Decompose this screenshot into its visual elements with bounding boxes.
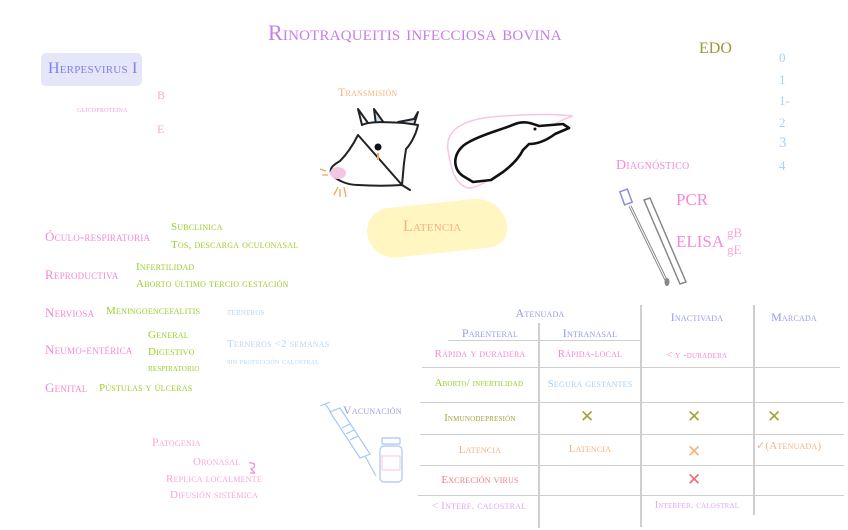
- glycoprotein-label: glicoproteina: [77, 104, 128, 114]
- elisa-method: ELISA: [676, 232, 725, 251]
- form-oculo-respiratoria: Óculo-respiratoria: [45, 229, 151, 244]
- diagnosis-label: Diagnóstico: [616, 158, 690, 173]
- glycoprotein-b: B: [157, 88, 166, 102]
- table-cell: Rápida-local: [557, 348, 623, 360]
- sign: Pústulas y úlceras: [99, 382, 193, 394]
- pathogenesis-step: Oronasal: [193, 456, 241, 468]
- sign: Tos, descarga oculonasal: [171, 239, 299, 251]
- page-title: Rinotraqueitis infecciosa bovina: [268, 20, 562, 45]
- table-cell: Segura gestantes: [547, 378, 633, 390]
- table-cell: Aborto/ infertilidad: [434, 378, 524, 389]
- grid-line: [538, 323, 540, 528]
- agent-label: Herpesvirus I: [48, 60, 138, 77]
- table-cell: Inmunodepresión: [444, 413, 516, 424]
- sign: Digestivo: [148, 346, 195, 358]
- elisa-target-gb: gB: [727, 225, 743, 240]
- x-mark-icon: ✕: [580, 407, 595, 427]
- table-cell: Rápida y duradera: [434, 348, 526, 360]
- grid-line: [420, 465, 844, 467]
- header-intranasal: Intranasal: [562, 326, 618, 340]
- form-neumo-enterica: Neumo-entérica: [45, 342, 133, 357]
- edo-level: 0: [779, 50, 786, 65]
- transmission-label: Transmisión: [338, 85, 398, 99]
- syringe-icon: [319, 401, 403, 483]
- note-line: sin protección calostral: [227, 356, 319, 366]
- edo-level: 1-: [779, 93, 790, 108]
- edo-level: 2: [779, 114, 786, 130]
- edo-level: 3: [779, 135, 787, 151]
- table-cell: Latencia: [458, 444, 502, 456]
- edo-label: EDO: [699, 40, 732, 57]
- x-mark-icon: ✕: [767, 407, 782, 427]
- x-mark-icon: ✕: [687, 442, 702, 462]
- elisa-targets: gB gE: [727, 224, 742, 258]
- note-terneros: terneros: [227, 307, 265, 318]
- header-parenteral: Parenteral: [461, 326, 519, 340]
- header-atenuada: Atenuada: [515, 306, 565, 320]
- sign: respiratorio: [148, 363, 200, 374]
- edo-level: 1: [779, 71, 786, 87]
- x-mark-icon: ✕: [687, 407, 702, 427]
- grid-line: [448, 340, 640, 342]
- table-cell: Latencia: [568, 443, 612, 455]
- table-cell: < Interf. calostral: [431, 500, 527, 512]
- pcr-method: PCR: [676, 190, 709, 209]
- x-mark-icon: ✕: [687, 470, 702, 490]
- swab-tube-icon: [618, 188, 688, 286]
- form-genital: Genital: [45, 380, 88, 395]
- form-reproductiva: Reproductiva: [45, 267, 119, 282]
- table-cell: Interfer. calostral: [654, 500, 740, 511]
- table-cell: Excreción virus: [441, 474, 519, 486]
- table-cell: < y -duradera: [666, 350, 728, 361]
- edo-level: 4: [779, 157, 786, 173]
- glycoprotein-e: E: [157, 122, 165, 136]
- vaccination-label: Vacunación: [343, 403, 402, 417]
- header-marcada: Marcada: [771, 310, 817, 324]
- form-nerviosa: Nerviosa: [45, 305, 95, 320]
- edo-levels: 0 1 1- 2 3 4: [779, 47, 790, 176]
- grid-line: [420, 402, 844, 404]
- latency-label: Latencia: [403, 218, 462, 235]
- grid-line: [418, 495, 844, 497]
- cow-head-sneezing-icon: [319, 108, 419, 197]
- note-line: Terneros <2 semanas: [227, 338, 330, 350]
- sign: Infertilidad: [136, 261, 195, 273]
- arrow-curve-icon: [248, 462, 256, 474]
- pathogenesis-label: Patogenia: [152, 435, 201, 449]
- pathogenesis-step: Difusión sistémica: [170, 489, 259, 501]
- pathogenesis-step: Replica localmente: [166, 473, 262, 485]
- grid-line: [753, 305, 755, 515]
- sign: Meningoencefalitis: [106, 305, 201, 317]
- grid-line: [420, 434, 844, 436]
- header-inactivada: Inactivada: [670, 310, 724, 324]
- check-atenuada: ✓(Atenuada): [756, 440, 822, 452]
- calf-fetus-icon: [446, 113, 574, 189]
- elisa-target-ge: gE: [727, 242, 742, 257]
- grid-line: [640, 305, 642, 527]
- sign: General: [148, 329, 189, 341]
- agent-highlight-box: [41, 53, 142, 86]
- grid-line: [422, 367, 840, 369]
- sign: Aborto último tercio gestación: [136, 278, 289, 290]
- sign: Subclinica: [171, 221, 223, 233]
